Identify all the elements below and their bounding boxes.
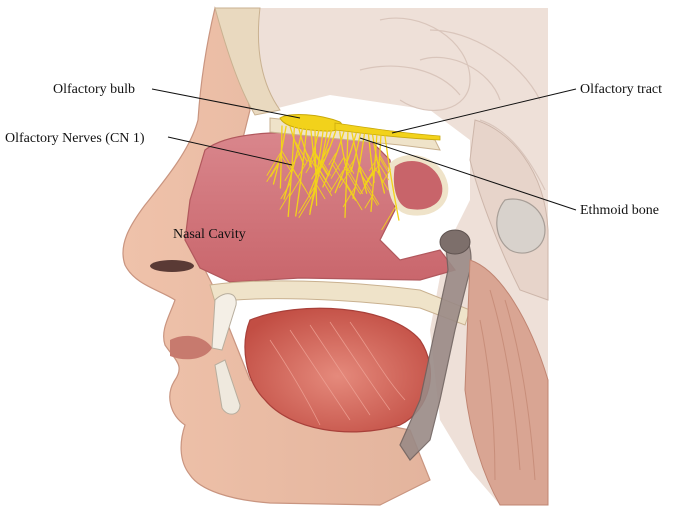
olfactory-nerve-branch <box>331 162 343 181</box>
lower-incisor <box>214 359 241 415</box>
head-illustration <box>122 6 549 506</box>
olfactory-nerve-branch <box>316 159 325 172</box>
olfactory-nerve-branch <box>364 195 373 209</box>
olfactory-nerve-fiber <box>370 134 378 212</box>
olfactory-nerve-fiber <box>272 125 287 185</box>
olfactory-nerve-branch <box>338 165 353 189</box>
eustachian-opening <box>439 229 471 255</box>
olfactory-nerve-fiber <box>334 132 357 194</box>
sphenoid-sinus <box>388 154 449 216</box>
olfactory-nerve-branch <box>342 186 356 208</box>
olfactory-nerve-branch <box>381 204 397 231</box>
olfactory-nerve-branch <box>297 158 310 178</box>
olfactory-nerve-branch <box>316 148 329 168</box>
olfactory-nerve-fiber <box>317 130 337 175</box>
tongue-fibers <box>269 321 406 426</box>
neck-muscle-fibers <box>479 289 536 481</box>
olfactory-nerve-branch <box>345 159 355 174</box>
olfactory-nerve-branch <box>381 168 391 184</box>
olfactory-nerve-branch <box>289 178 301 198</box>
olfactory-nerve-branch <box>364 170 374 185</box>
olfactory-nerve-fiber <box>352 133 366 199</box>
olfactory-nerve-branch <box>378 157 389 173</box>
olfactory-nerve-branch <box>359 166 373 187</box>
label-nasal-cavity: Nasal Cavity <box>173 227 246 242</box>
olfactory-nerve-fiber <box>308 130 333 194</box>
olfactory-nerve-branch <box>279 192 291 210</box>
olfactory-nerve-fiber <box>377 135 382 174</box>
olfactory-nerve-fiber <box>350 133 361 173</box>
olfactory-nerve-branch <box>311 167 319 180</box>
olfactory-nerve-fiber <box>295 127 308 217</box>
upper-incisor <box>211 293 237 351</box>
vertebra <box>496 198 546 254</box>
olfactory-nerve-branch <box>332 159 341 171</box>
label-olfactory-tract: Olfactory tract <box>580 82 662 97</box>
nostril <box>150 260 194 272</box>
olfactory-nerve-fiber <box>314 128 318 207</box>
olfactory-nerve-branch <box>371 164 380 176</box>
olfactory-nerve-branch <box>280 182 291 200</box>
face-skin <box>122 6 431 506</box>
leader-olfactory-bulb <box>151 88 301 119</box>
olfactory-nerve-branch <box>345 182 363 211</box>
olfactory-nerve-fiber <box>384 135 400 221</box>
olfactory-nerve-branch <box>379 154 389 170</box>
olfactory-nerve-branch <box>373 166 389 191</box>
olfactory-nerve-fibers <box>266 125 400 231</box>
olfactory-nerve-fiber <box>351 132 368 194</box>
frontal-bone <box>214 7 281 116</box>
olfactory-nerve-fiber <box>339 131 347 168</box>
olfactory-nerve-branch <box>363 183 378 206</box>
leader-olfactory-nerves <box>167 136 293 166</box>
olfactory-nerve-fiber <box>283 127 304 200</box>
olfactory-nerve-branch <box>329 170 344 193</box>
leader-ethmoid-bone <box>359 137 577 211</box>
label-olfactory-nerves: Olfactory Nerves (CN 1) <box>5 131 145 146</box>
olfactory-nerve-branch <box>377 162 390 181</box>
olfactory-nerve-branch <box>315 183 326 200</box>
olfactory-nerve-branch <box>266 162 279 182</box>
lips <box>170 335 212 360</box>
olfactory-nerve-branch <box>357 168 367 183</box>
olfactory-nerve-branch <box>270 165 279 178</box>
olfactory-nerve-branch <box>328 153 337 166</box>
hard-palate <box>209 280 471 326</box>
olfactory-nerve-branch <box>369 157 378 172</box>
label-olfactory-bulb: Olfactory bulb <box>53 82 135 97</box>
olfactory-nerve-branch <box>363 170 375 188</box>
olfactory-nerve-fiber <box>371 134 386 194</box>
brain-folds <box>359 17 546 191</box>
olfactory-nerve-branch <box>284 168 293 181</box>
olfactory-nerve-fiber <box>322 131 345 188</box>
leader-olfactory-tract <box>391 88 577 134</box>
olfactory-nerve-branch <box>298 191 315 218</box>
olfactory-tract-shape <box>334 122 441 141</box>
leader-lines <box>151 88 577 211</box>
olfactory-nerve-branch <box>343 156 355 174</box>
neck-muscles <box>464 259 549 506</box>
olfactory-structures <box>266 114 441 231</box>
olfactory-nerve-branch <box>305 156 316 174</box>
olfactory-nerve-fiber <box>308 129 320 166</box>
olfactory-nerve-fiber <box>279 125 283 189</box>
label-ethmoid-bone: Ethmoid bone <box>580 203 659 218</box>
olfactory-nerve-branch <box>298 187 315 214</box>
brain-region <box>215 8 548 505</box>
olfactory-nerve-branch <box>266 152 281 176</box>
labels: Olfactory bulb Olfactory Nerves (CN 1) O… <box>5 82 662 242</box>
